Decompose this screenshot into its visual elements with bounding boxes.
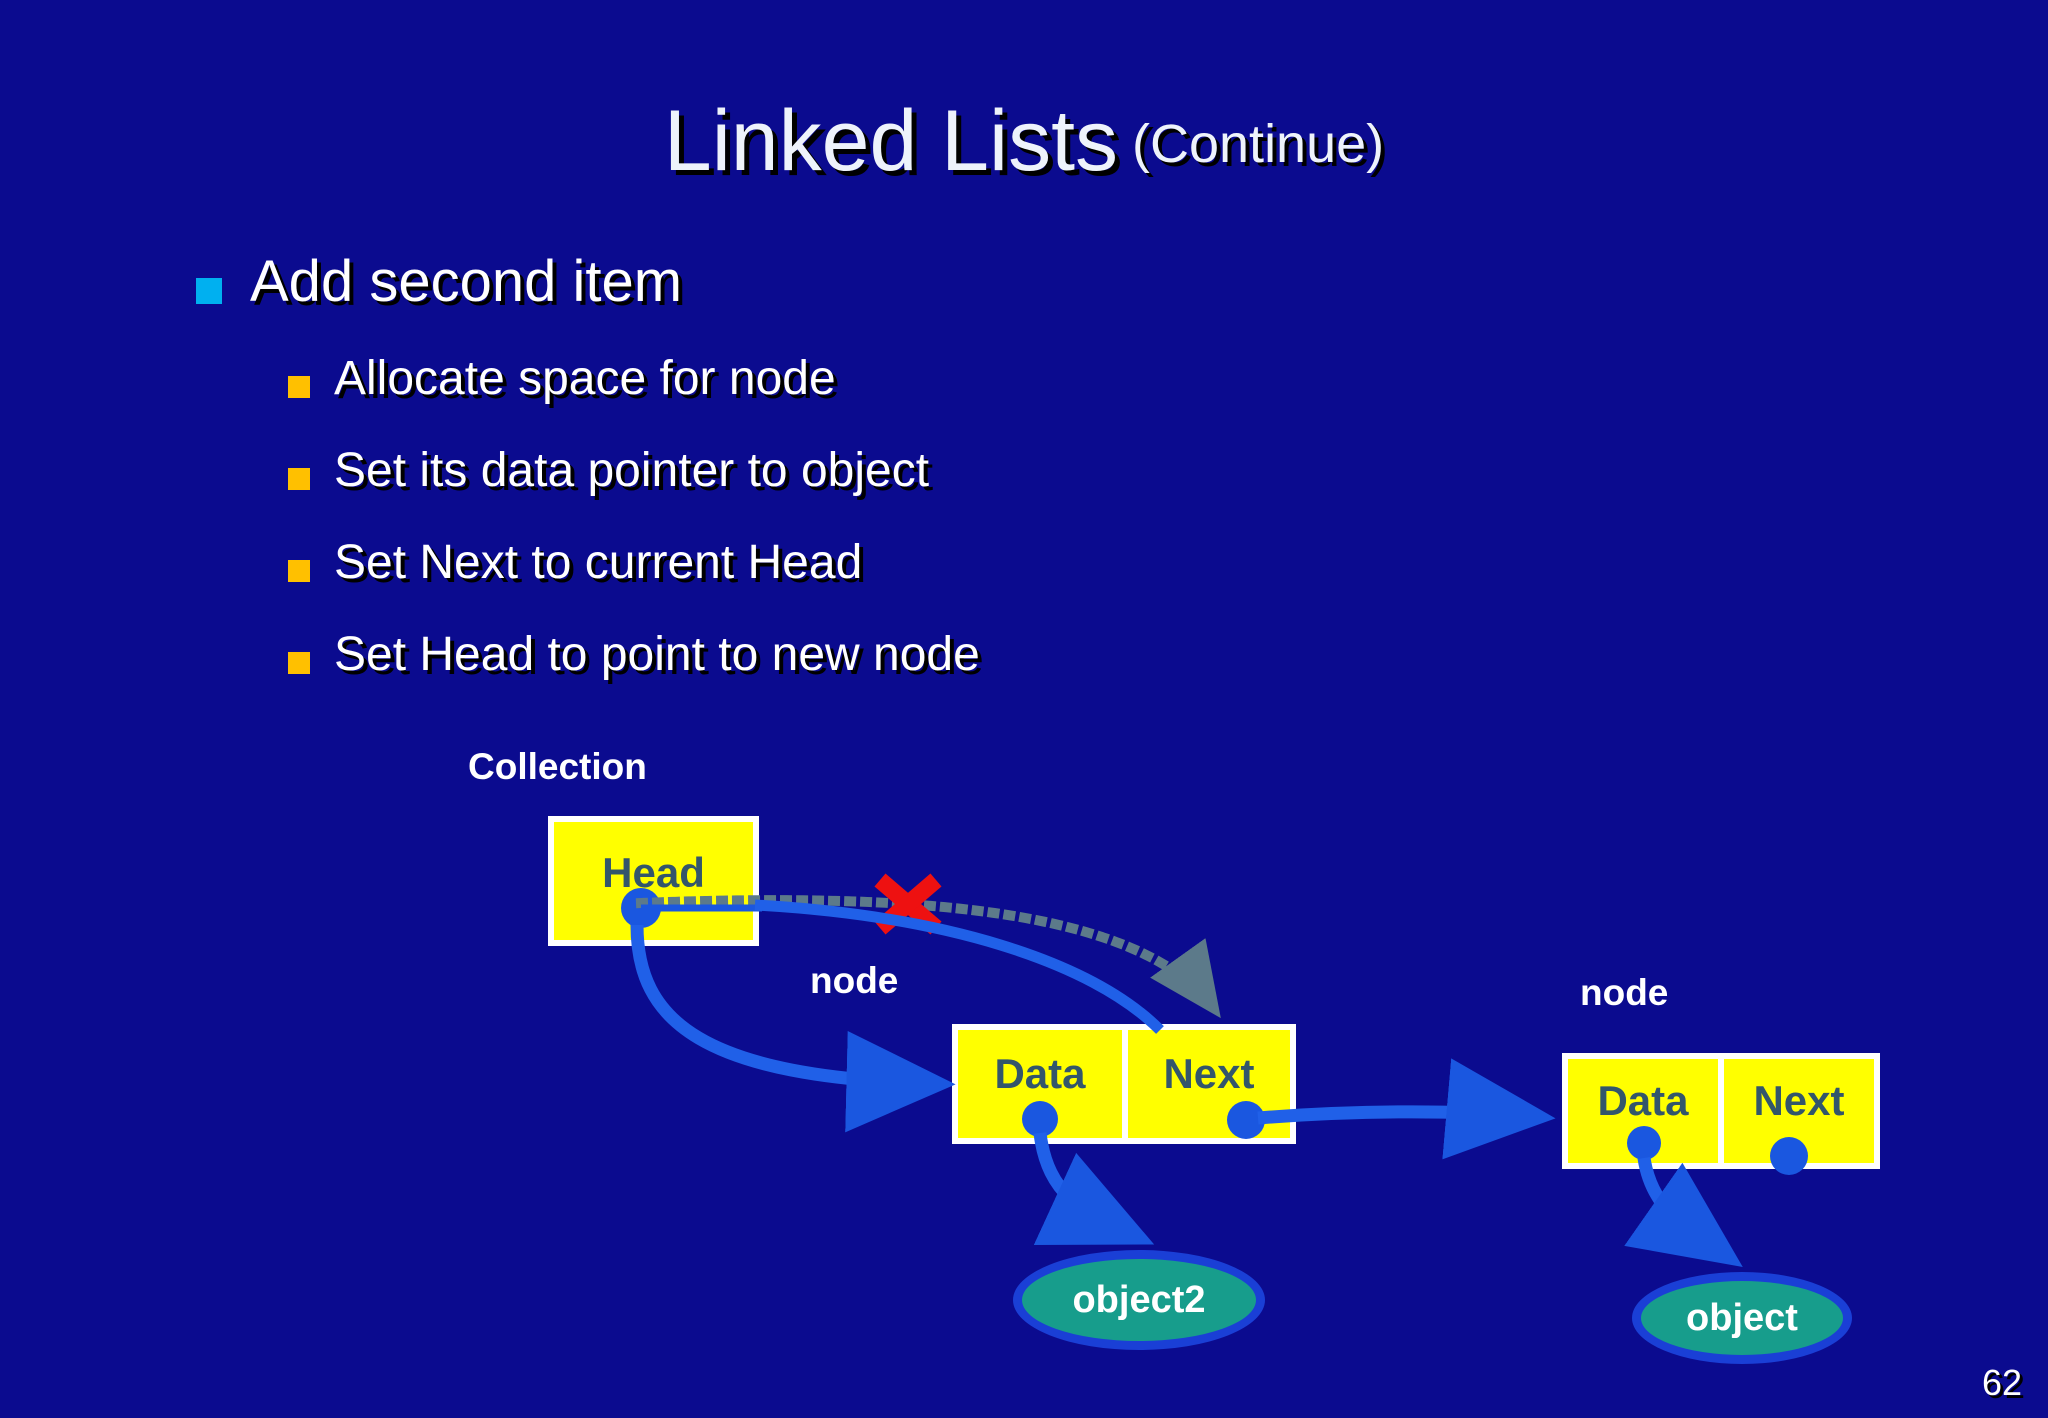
bullet-square-icon — [288, 468, 310, 490]
new-node-data-to-object2-arrow — [1033, 1132, 1155, 1245]
bullet-square-icon — [196, 278, 222, 304]
node-new-cell-next: Next — [1127, 1030, 1290, 1138]
bullet-level1-0: Add second item — [196, 249, 683, 314]
bullet-level2-3: Set Head to point to new node — [288, 628, 980, 681]
node-new-data-pointer-dot — [1022, 1101, 1058, 1137]
node-new-next-pointer-dot — [1227, 1101, 1265, 1139]
bullet-level2-1: Set its data pointer to object — [288, 444, 930, 497]
object-label: object — [1686, 1296, 1798, 1339]
bullet-level2-label: Set its data pointer to object — [334, 444, 930, 497]
node-old-data-label: Data — [1597, 1077, 1689, 1124]
node-new-next-label: Next — [1163, 1050, 1255, 1097]
bullet-level2-label: Set Head to point to new node — [334, 628, 980, 681]
object-ellipse-object2: object2 — [1013, 1250, 1265, 1350]
bullet-level2-2: Set Next to current Head — [288, 536, 863, 589]
node-old-data-pointer-dot — [1627, 1126, 1661, 1160]
diagram-label-node-old: node — [1580, 972, 1669, 1013]
invalid-link-x-icon — [874, 873, 942, 935]
bullet-level2-0: Allocate space for node — [288, 352, 836, 405]
title-sub-text: (Continue) — [1132, 114, 1385, 174]
head-pointer-dot — [621, 888, 661, 928]
page-number: 62 — [1981, 1362, 2022, 1403]
page-title: Linked Lists(Continue) — [0, 92, 2048, 191]
object2-label: object2 — [1072, 1278, 1206, 1321]
bullet-square-icon — [288, 652, 310, 674]
node-new-box: Data Next — [952, 1024, 1296, 1144]
diagram-label-collection: Collection — [468, 746, 647, 787]
bullet-square-icon — [288, 560, 310, 582]
node-new-data-label: Data — [994, 1050, 1086, 1097]
bullet-level1-label: Add second item — [250, 249, 683, 314]
title-main-text: Linked Lists — [663, 93, 1119, 189]
node-old-box: Data Next — [1562, 1053, 1880, 1169]
old-node-data-to-object-arrow — [1624, 1156, 1743, 1267]
object-ellipse-object: object — [1632, 1272, 1852, 1364]
head-field-label: Head — [602, 849, 705, 896]
bullet-square-icon — [288, 376, 310, 398]
head-to-new-node-arrow — [630, 924, 956, 1133]
bullet-level2-label: Allocate space for node — [334, 352, 836, 405]
node-old-next-pointer-dot — [1770, 1137, 1808, 1175]
bullet-level2-label: Set Next to current Head — [334, 536, 863, 589]
diagram-label-node-new: node — [810, 960, 899, 1001]
node-old-next-label: Next — [1753, 1077, 1845, 1124]
new-node-next-to-old-node-arrow — [1257, 1058, 1556, 1160]
collection-head-box: Head — [548, 816, 759, 946]
